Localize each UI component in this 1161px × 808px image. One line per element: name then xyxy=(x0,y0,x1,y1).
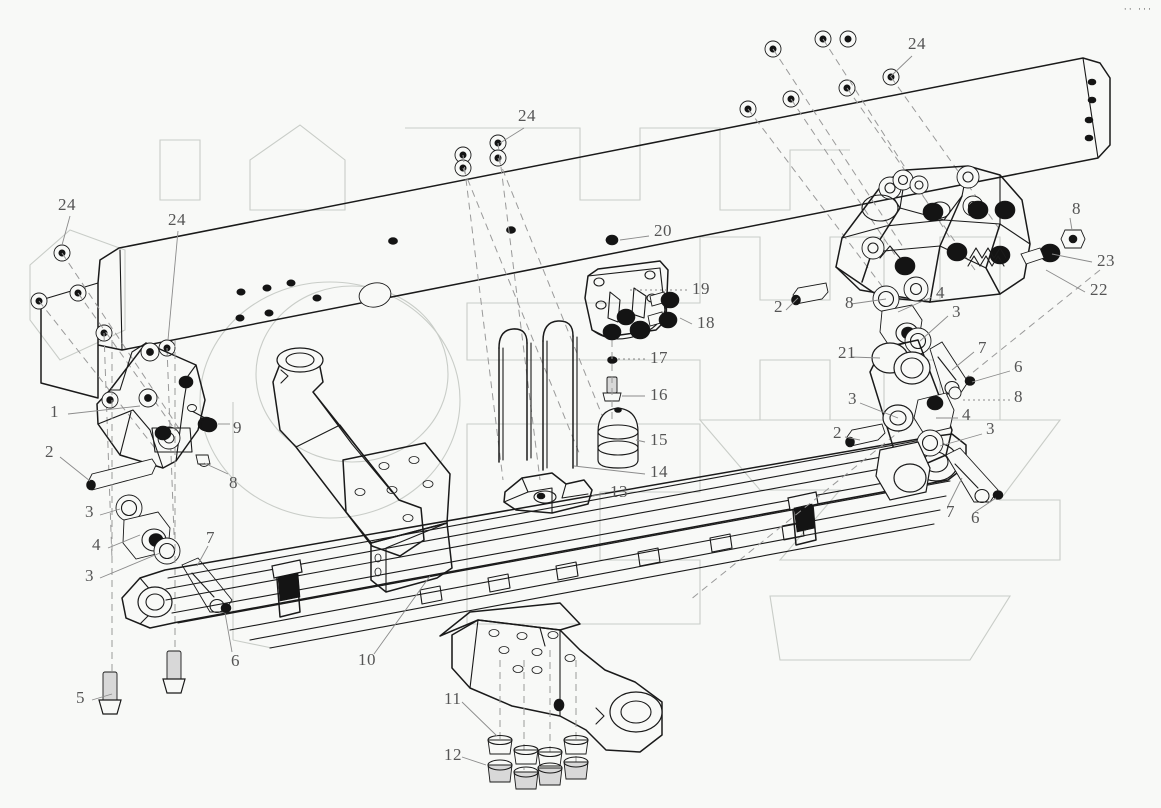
callout-17: 17 xyxy=(650,348,668,367)
callout-8d: 8 xyxy=(1072,199,1081,218)
leaf-spring-assembly xyxy=(121,433,967,649)
callout-11: 11 xyxy=(444,689,462,708)
callout-7c: 7 xyxy=(946,502,955,521)
callout-3d: 3 xyxy=(848,389,857,408)
callout-2c: 2 xyxy=(833,423,842,442)
callout-9: 9 xyxy=(233,418,242,437)
callout-23: 23 xyxy=(1097,251,1115,270)
bump-stop-bracket xyxy=(584,234,680,341)
callout-10: 10 xyxy=(358,650,376,669)
callout-24c: 24 xyxy=(518,106,536,125)
callout-20: 20 xyxy=(654,221,672,240)
callout-8b: 8 xyxy=(845,293,854,312)
watermark-group xyxy=(29,124,1062,661)
callout-3b: 3 xyxy=(85,566,94,585)
u-bolt-group xyxy=(498,320,578,471)
callout-7a: 7 xyxy=(206,528,215,547)
rear-spring-hanger-bracket xyxy=(689,165,1101,601)
callout-6c: 6 xyxy=(971,508,980,527)
right-shackle-stack xyxy=(791,282,1004,504)
callout-2b: 2 xyxy=(774,297,783,316)
callout-14: 14 xyxy=(650,462,668,481)
callout-24a: 24 xyxy=(58,195,76,214)
callout-24b: 24 xyxy=(168,210,186,229)
frame-rivets-group xyxy=(30,30,1001,561)
callout-1: 1 xyxy=(50,402,59,421)
callout-21: 21 xyxy=(838,343,856,362)
callout-8c: 8 xyxy=(1014,387,1023,406)
rivet-24 xyxy=(30,30,900,359)
spring-washer-group xyxy=(487,734,589,767)
callout-4a: 4 xyxy=(92,535,101,554)
front-spring-hanger-bracket xyxy=(96,342,215,469)
spring-seat-saddle xyxy=(503,472,593,514)
leader-lines-group xyxy=(59,55,1093,766)
callout-19: 19 xyxy=(692,279,710,298)
callout-6a: 6 xyxy=(231,651,240,670)
callout-6b: 6 xyxy=(1014,357,1023,376)
callout-8a: 8 xyxy=(229,473,238,492)
callout-15: 15 xyxy=(650,430,668,449)
callout-22: 22 xyxy=(1090,280,1108,299)
chassis-frame-rail xyxy=(40,57,1111,399)
corner-mark: ·· ··· xyxy=(1123,4,1153,14)
hex-flange-bolt xyxy=(98,650,186,715)
callout-18: 18 xyxy=(697,313,715,332)
callout-3a: 3 xyxy=(85,502,94,521)
callout-2a: 2 xyxy=(45,442,54,461)
axle-trailing-arm xyxy=(272,347,453,593)
callout-13: 13 xyxy=(610,482,628,501)
callout-7b: 7 xyxy=(978,338,987,357)
callout-5: 5 xyxy=(76,688,85,707)
callout-4c: 4 xyxy=(962,405,971,424)
callout-12: 12 xyxy=(444,745,462,764)
grease-fitting-group xyxy=(195,417,218,465)
callout-16: 16 xyxy=(650,385,668,404)
callout-4b: 4 xyxy=(936,283,945,302)
left-pin-bushing-stack xyxy=(86,340,233,715)
callout-3e: 3 xyxy=(986,419,995,438)
callout-3c: 3 xyxy=(952,302,961,321)
u-bolt-nut-group xyxy=(487,756,589,790)
rear-axle-housing xyxy=(439,602,663,790)
bump-stop-group xyxy=(597,340,639,469)
callout-24d: 24 xyxy=(908,34,926,53)
